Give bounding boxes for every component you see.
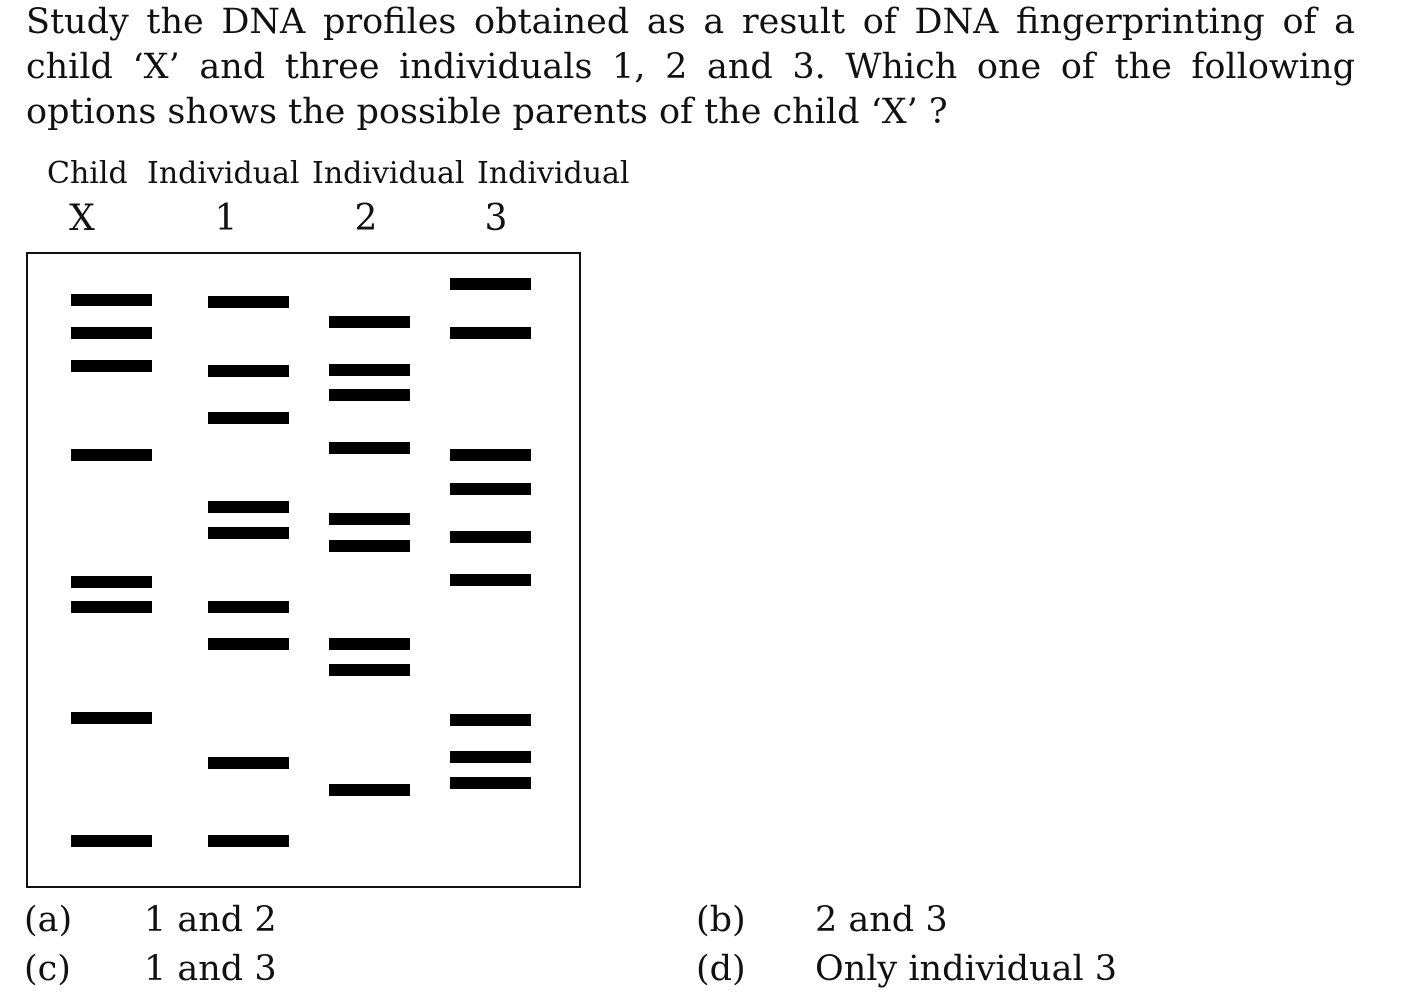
dna-band-lane-2 [329,540,410,552]
dna-band-lane-3 [450,327,531,339]
dna-band-lane-3 [450,278,531,290]
option-a-text[interactable]: 1 and 2 [144,900,277,940]
dna-band-lane-1 [208,296,289,308]
question-line-1: Study the DNA profiles obtained as a res… [26,2,1355,42]
dna-band-lane-X [71,327,152,339]
lane-label-child: Child [47,156,128,191]
lane-id-3: 3 [484,198,508,239]
dna-band-lane-1 [208,757,289,769]
dna-band-lane-2 [329,364,410,376]
dna-band-lane-1 [208,412,289,424]
lane-label-individual-3: Individual [477,156,630,191]
dna-gel-profile [26,252,581,888]
dna-band-lane-2 [329,664,410,676]
dna-band-lane-3 [450,531,531,543]
option-d-key: (d) [696,949,746,989]
option-c-key: (c) [24,949,71,989]
option-c-text[interactable]: 1 and 3 [144,949,277,989]
dna-band-lane-2 [329,638,410,650]
option-d-text[interactable]: Only individual 3 [815,949,1118,989]
lane-id-x: X [69,198,95,239]
dna-band-lane-1 [208,601,289,613]
dna-band-lane-3 [450,751,531,763]
dna-band-lane-X [71,576,152,588]
dna-band-lane-2 [329,513,410,525]
option-a-key: (a) [24,900,73,940]
dna-band-lane-1 [208,638,289,650]
dna-band-lane-X [71,449,152,461]
dna-band-lane-3 [450,777,531,789]
dna-band-lane-3 [450,714,531,726]
option-b-key: (b) [696,900,746,940]
dna-band-lane-1 [208,527,289,539]
dna-band-lane-X [71,601,152,613]
dna-band-lane-2 [329,784,410,796]
lane-label-individual-1: Individual [147,156,300,191]
dna-band-lane-1 [208,365,289,377]
dna-band-lane-2 [329,389,410,401]
dna-band-lane-3 [450,449,531,461]
dna-band-lane-3 [450,483,531,495]
dna-band-lane-1 [208,835,289,847]
question-line-2: child ‘X’ and three individuals 1, 2 and… [26,47,1355,87]
dna-band-lane-X [71,712,152,724]
dna-band-lane-2 [329,442,410,454]
dna-band-lane-X [71,294,152,306]
dna-band-lane-1 [208,501,289,513]
question-line-3: options shows the possible parents of th… [26,92,948,132]
dna-band-lane-3 [450,574,531,586]
dna-band-lane-2 [329,316,410,328]
lane-id-1: 1 [214,198,238,239]
dna-band-lane-X [71,835,152,847]
dna-band-lane-X [71,360,152,372]
lane-id-2: 2 [354,198,378,239]
option-b-text[interactable]: 2 and 3 [815,900,948,940]
lane-label-individual-2: Individual [312,156,465,191]
